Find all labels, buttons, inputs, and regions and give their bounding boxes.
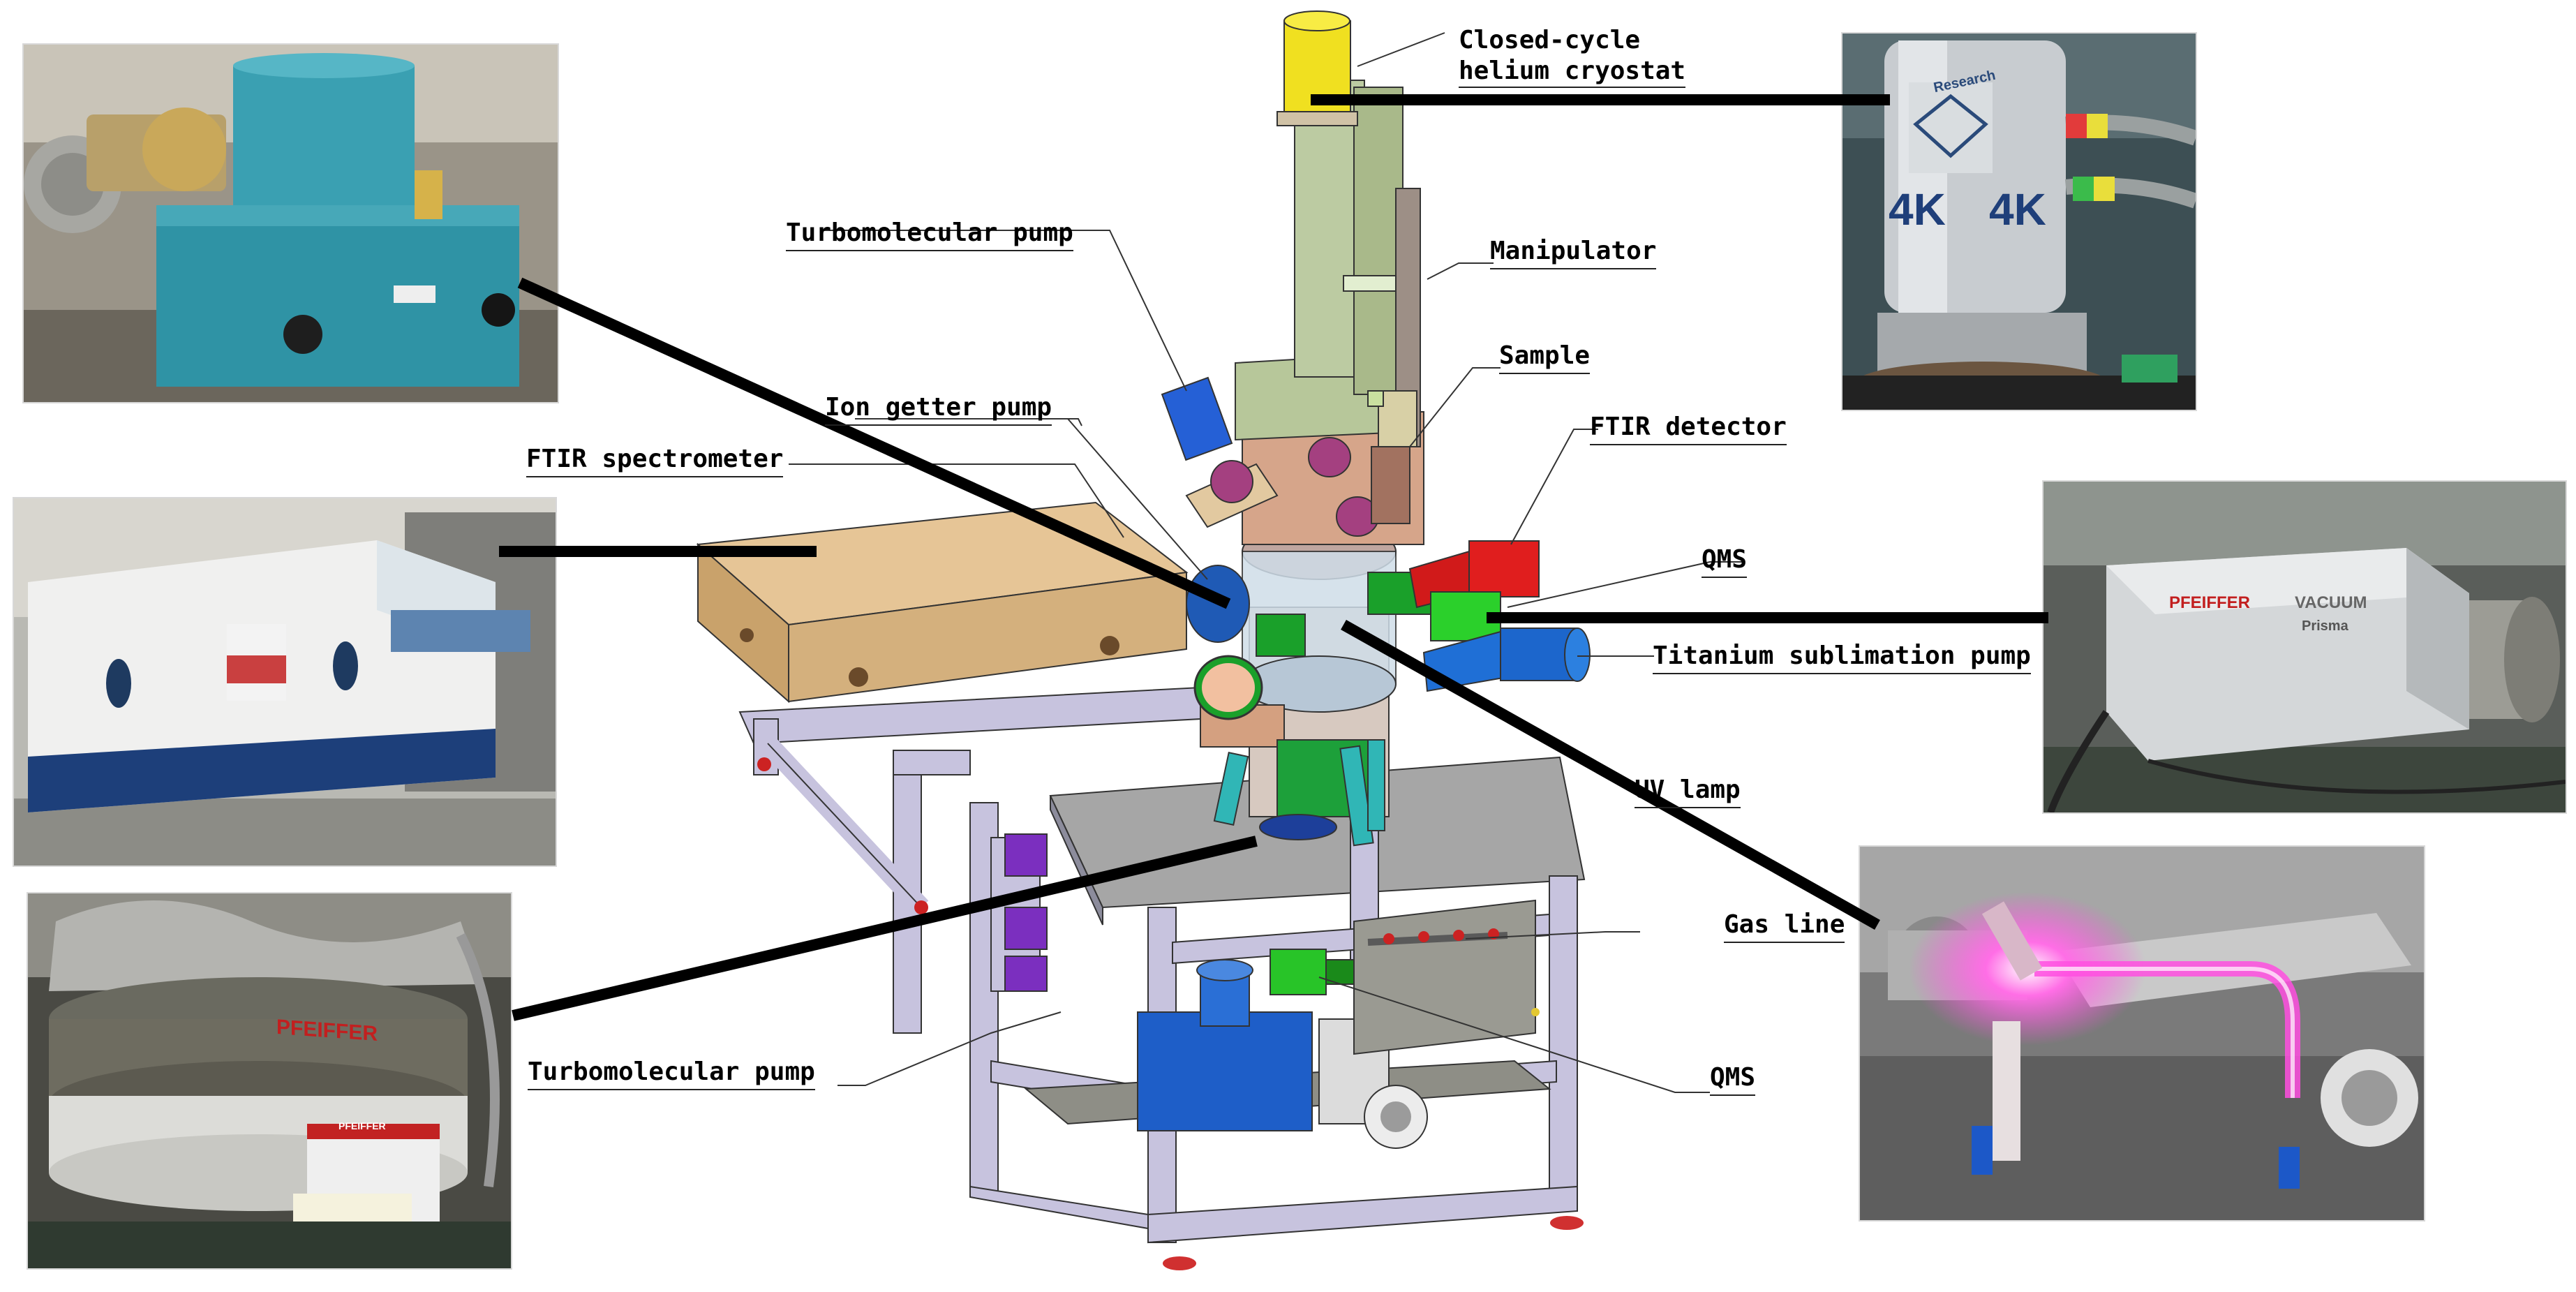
photo-turbomolecular-pump: PFEIFFER PFEIFFER xyxy=(27,892,512,1270)
photo-ion-getter-pump xyxy=(22,43,559,403)
ftir-spectrometer-box xyxy=(696,501,1189,704)
lower-components xyxy=(1137,899,1540,1149)
photo-uv-lamp xyxy=(1859,845,2425,1222)
photo-ftir-spectrometer xyxy=(13,497,557,867)
label-qms-bottom: QMS xyxy=(1710,1062,1756,1096)
thin-leaders xyxy=(789,32,1745,1093)
label-qms-top: QMS xyxy=(1702,544,1748,578)
label-ion-getter-pump: Ion getter pump xyxy=(825,392,1052,426)
label-ftir-detector: FTIR detector xyxy=(1590,412,1787,445)
qms-brand-text: PFEIFFER xyxy=(2169,593,2251,612)
thick-leaders xyxy=(499,94,2048,1021)
label-gas-line: Gas line xyxy=(1724,909,1845,943)
label-turbo-pump-bottom: Turbomolecular pump xyxy=(528,1057,815,1090)
qms-model-text: Prisma xyxy=(2302,618,2348,634)
label-cryostat-line2: helium cryostat xyxy=(1459,56,1686,88)
photo-qms: PFEIFFER VACUUM Prisma xyxy=(2042,480,2567,814)
qms-brand2-text: VACUUM xyxy=(2295,593,2367,612)
label-turbo-pump-top: Turbomolecular pump xyxy=(786,218,1073,251)
manipulator-column xyxy=(1235,10,1421,524)
label-cryostat-line1: Closed-cycle xyxy=(1459,26,1641,54)
label-titanium-pump: Titanium sublimation pump xyxy=(1653,641,2031,674)
label-cryostat: Closed-cycle helium cryostat xyxy=(1459,25,1686,88)
label-manipulator: Manipulator xyxy=(1490,236,1657,269)
photo-cryostat: Research 4K 4K xyxy=(1841,32,2197,411)
cryostat-4k-text-a: 4K xyxy=(1889,184,1946,235)
cryostat-4k-text-b: 4K xyxy=(1989,184,2046,235)
label-ftir-spectrometer: FTIR spectrometer xyxy=(526,444,784,477)
label-uv-lamp: UV lamp xyxy=(1635,775,1741,808)
label-sample: Sample xyxy=(1499,341,1591,374)
turbo-label-text: PFEIFFER xyxy=(338,1120,386,1131)
